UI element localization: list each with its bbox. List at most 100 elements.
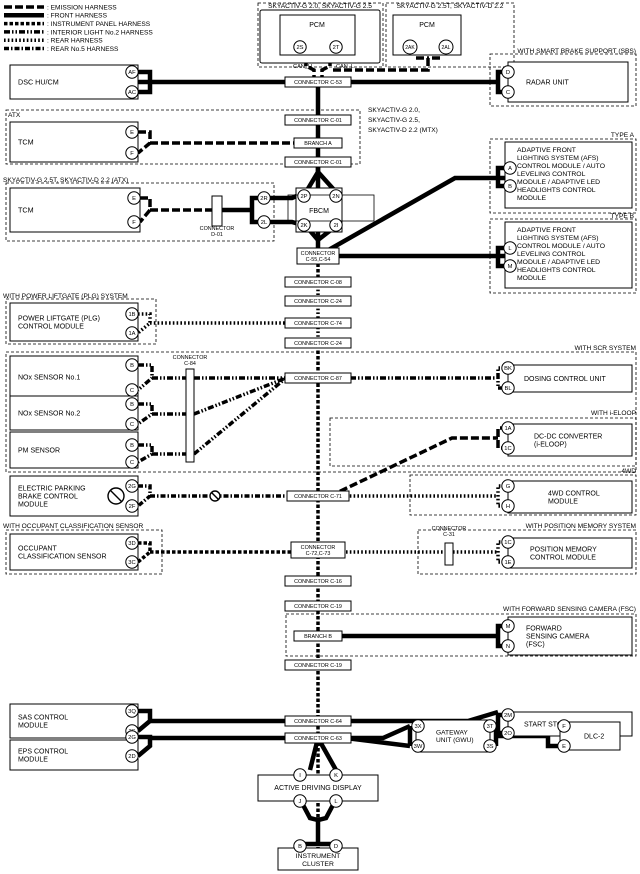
dosing-module-box <box>507 364 633 393</box>
pcm1-module-name: PCM <box>309 22 325 29</box>
occ-module-box <box>9 533 139 571</box>
plg-pin-1b <box>125 307 139 321</box>
afs_b-module-name: CONTROL MODULE / AUTO <box>517 243 605 250</box>
afs-a-pin-b-label: B <box>508 184 512 190</box>
afs-a-pin-a <box>503 161 517 175</box>
c84-connector-label: C-84 <box>184 361 196 367</box>
dcdc-pin-1a-label: 1A <box>504 426 511 432</box>
pcm-g-group-box <box>257 2 384 68</box>
eps-pin-2g-label: 2G <box>128 735 136 741</box>
afs_b-module-name: LIGHTING SYSTEM (AFS) <box>517 235 599 242</box>
branch_b-connector-label: BRANCH B <box>304 634 332 640</box>
pcm2-pin-2al-label: 2AL <box>442 45 451 51</box>
dosing-pin-bl <box>501 381 515 395</box>
pos_mem-group-title: WITH POSITION MEMORY SYSTEM <box>526 523 636 530</box>
occ-pin-3c <box>125 555 139 569</box>
sbs-group-title: WITH SMART BRAKE SUPPORT (SBS) <box>517 48 636 55</box>
afs-b-pin-m <box>503 259 517 273</box>
tcm2-pin-wire <box>138 196 152 224</box>
c01b-connector-box <box>284 156 352 168</box>
c19a-connector-label: CONNECTOR C-19 <box>294 604 342 610</box>
fsc-pin-m <box>501 619 515 633</box>
nox2-pin-wire <box>136 402 154 426</box>
pcm1-pin-2s-label: 2S <box>296 45 303 51</box>
plg-module-name: POWER LIFTGATE (PLG) <box>18 315 100 322</box>
fbcm-pin-2n <box>329 189 343 203</box>
ssu-pin-2o <box>501 726 515 740</box>
c16-connector-label: CONNECTOR C-16 <box>294 579 342 585</box>
awd-pin-h <box>501 499 515 513</box>
pm-pin-b <box>125 438 139 452</box>
afs_b-module-name: MODULE / ADAPTIVE LED <box>517 259 600 266</box>
c55-connector-label: C-55,C-54 <box>306 257 331 263</box>
can-l-label: CAN_L <box>336 64 354 70</box>
epb-pin-2f <box>125 499 139 513</box>
c31-connector-body <box>444 542 454 566</box>
d01-connector-body <box>211 195 223 227</box>
afs_b-module-name: ADAPTIVE FRONT <box>517 227 576 234</box>
ieloop-group-box <box>329 417 637 467</box>
posmem-module-name: CONTROL MODULE <box>530 555 596 562</box>
cluster-module-name: INSTRUMENT <box>296 853 341 860</box>
legend-rear-label: : REAR HARNESS <box>47 38 103 45</box>
atx-group-box <box>5 109 361 165</box>
fsc-module-name: SENSING CAMERA <box>526 633 590 640</box>
dcdc-module-name: (i-ELOOP) <box>534 442 567 449</box>
dosing-pin-bk-label: BK <box>504 366 512 372</box>
nox1-pin-b <box>125 358 139 372</box>
type-a-group-box <box>489 138 637 214</box>
tcm2-module-box <box>9 187 141 233</box>
gwu-wire <box>346 723 411 741</box>
fbcm-pin-2k-label: 2K <box>300 223 307 229</box>
dcdc-wire <box>329 436 498 498</box>
legend-rear5-label: : REAR No.5 HARNESS <box>47 46 119 53</box>
branch_b-connector-box <box>293 630 343 642</box>
gwu-pin-3s-label: 3S <box>486 744 493 750</box>
adp-pin-l <box>329 794 343 808</box>
epb-pin-wire <box>136 484 152 508</box>
c16-connector-box <box>284 575 352 587</box>
cluster-module-name: CLUSTER <box>302 861 334 868</box>
tcm1-pin-f-label: F <box>130 151 134 157</box>
nox1-pin-wire <box>136 363 154 392</box>
afs_a-module-name: LEVELING CONTROL <box>517 171 586 178</box>
c71-connector-box <box>286 490 350 502</box>
dcdc-pin-1c-label: 1C <box>504 446 511 452</box>
fsc-module-name: (FSC) <box>526 642 545 649</box>
nox2-pin-c <box>125 417 139 431</box>
atx2-group-title: SKYACTIV-G 2.5T, SKYACTIV-D 2.2 (ATX) <box>3 177 128 184</box>
epb-pin-2g-label: 2G <box>128 484 136 490</box>
nox2-pin-c-label: C <box>130 422 134 428</box>
d01-pin-2r <box>257 191 271 205</box>
radar-pin-c <box>501 85 515 99</box>
sas-pin-3q-label: 3Q <box>128 709 136 715</box>
legend-instrument-label: : INSTRUMENT PANEL HARNESS <box>47 21 151 28</box>
dlc-pin-f <box>557 719 571 733</box>
adp-pin-i <box>293 768 307 782</box>
nox2-pin-b <box>125 397 139 411</box>
afs-b-pin-l <box>503 241 517 255</box>
branch_a-connector-label: BRANCH A <box>304 141 332 147</box>
c55-connector-box <box>296 247 340 265</box>
fsc-pin-m-label: M <box>506 624 511 630</box>
c72-connector-box <box>290 541 346 559</box>
c87-connector-box <box>284 372 352 384</box>
c84-c87-wire <box>192 376 288 456</box>
epb-no-connection-icon-slash <box>109 489 123 503</box>
gwu-wire <box>345 735 411 749</box>
awd-module-name: MODULE <box>548 499 578 506</box>
fsc-group-box <box>285 613 637 657</box>
sbs-group-box <box>489 53 637 107</box>
afs_b-module-name: HEADLIGHTS CONTROL <box>517 267 596 274</box>
occ-pin-3c-label: 3C <box>128 560 135 566</box>
epb-pin-2f-label: 2F <box>129 504 136 510</box>
type_a-group-title: TYPE A <box>611 132 635 139</box>
c55-connector-label: CONNECTOR <box>301 251 336 257</box>
c87-connector-label: CONNECTOR C-87 <box>294 376 342 382</box>
c01a-connector-box <box>284 114 352 126</box>
c53-connector-box <box>284 76 352 88</box>
gwu-pin-3w-label: 3W <box>414 744 423 750</box>
nox1-pin-b-label: B <box>130 363 134 369</box>
gwu-pin-3s <box>483 739 497 753</box>
